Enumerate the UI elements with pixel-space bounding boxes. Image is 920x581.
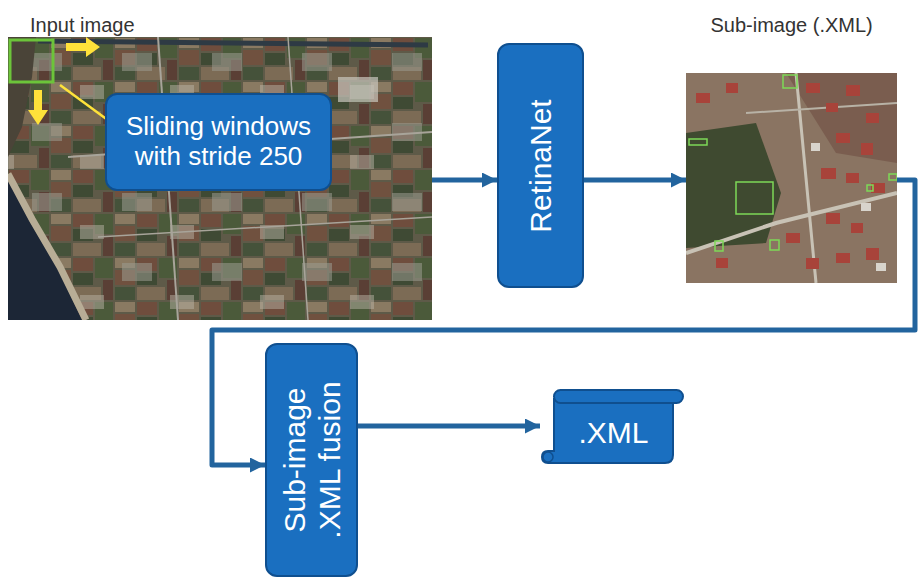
box-label: Sliding windows with stride 250 [115,112,322,172]
image-detail [98,217,432,237]
image-detail [8,174,86,320]
label-holder: .XML [554,403,673,463]
process-box: Sub-image .XML fusion [265,343,358,577]
box-label: Sub-image .XML fusion [277,365,346,555]
image-detail [811,143,820,151]
image-detail [866,248,879,260]
image-heading: Sub-image (.XML) [711,14,873,37]
flow-arrow [432,178,497,183]
sub-image-panel: Sub-image (.XML) [686,14,897,283]
image-detail [746,103,897,113]
flow-arrow [358,424,540,429]
image-detail [806,258,819,269]
document-scroll: .XML [540,387,685,465]
image-detail [796,73,816,283]
image-detail [338,77,378,102]
image-detail [806,83,820,93]
image-detail [867,185,873,191]
image-detail [686,73,897,283]
image-detail [686,193,897,253]
image-detail [8,37,432,320]
image-detail [736,182,773,214]
image-detail [861,143,873,155]
image-detail [866,113,879,123]
image-detail [836,133,850,143]
flow-arrow [584,178,686,183]
image-detail [836,253,850,263]
image-detail [686,123,781,248]
image-detail [826,103,838,112]
image-detail [851,223,863,233]
image-detail [715,241,723,251]
image-detail [826,213,840,224]
callout-box: Sliding windows with stride 250 [105,93,332,191]
image-detail [861,203,871,211]
box-label: .XML [578,416,648,450]
image-detail [716,258,728,268]
image-detail [689,75,897,251]
image-detail [846,173,859,183]
image-detail [8,37,36,157]
box-label: RetinaNet [523,99,558,232]
image-detail [10,40,53,82]
image-heading: Input image [30,14,135,37]
image-detail [770,240,779,250]
image-detail [876,263,886,271]
image-detail [28,90,48,125]
image-detail [821,168,836,179]
image-detail [811,143,886,271]
image-detail [38,41,428,45]
image-detail [786,233,800,243]
image-detail [696,93,710,103]
input-image: Input imageSliding windows with stride 2… [8,14,432,320]
image-detail [696,83,885,269]
image-detail [8,37,432,320]
image-detail [846,85,860,96]
image-detail [726,83,738,93]
process-box: RetinaNet [497,43,584,288]
sub-image [686,73,897,283]
image-detail [66,37,100,57]
image-detail [689,139,707,145]
image-detail [783,75,797,88]
image-detail [889,174,897,180]
